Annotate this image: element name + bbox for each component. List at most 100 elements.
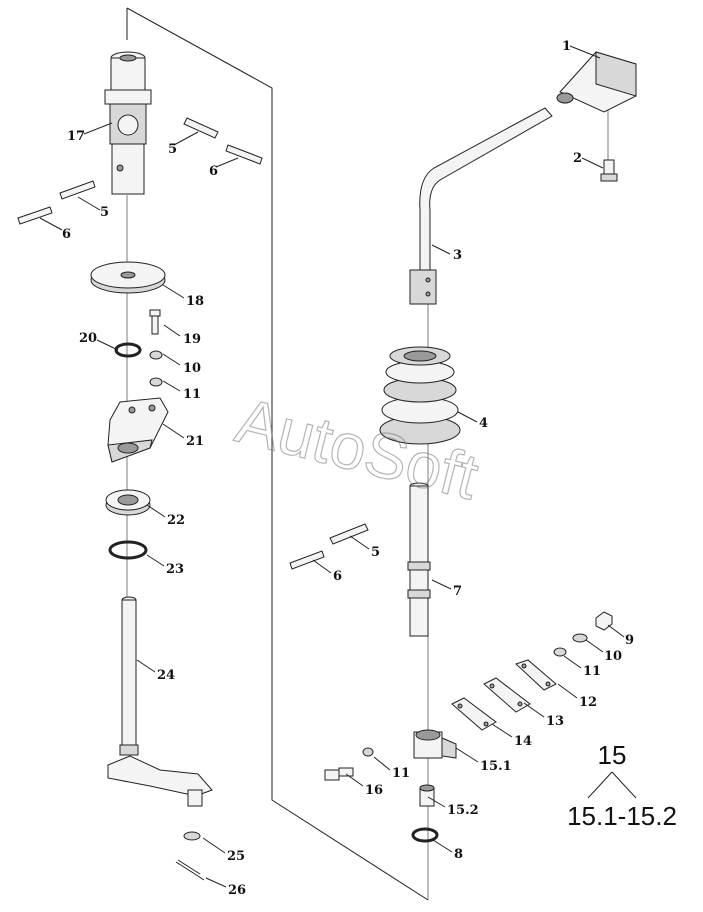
washer-11-left — [149, 377, 163, 387]
part-label-l10a: 10 — [604, 649, 622, 664]
part-label-l12: 12 — [579, 695, 597, 710]
leader-line-l6c — [312, 559, 332, 574]
leader-line-l5c — [349, 535, 370, 550]
part-label-l22: 22 — [167, 513, 185, 528]
boot-4 — [379, 346, 461, 445]
part-label-l6b: 6 — [62, 227, 71, 242]
cotter-pin-26 — [175, 859, 205, 881]
part-label-l17: 17 — [67, 129, 85, 144]
pin-5-right — [329, 523, 369, 545]
leader-line-l10b — [162, 353, 181, 366]
part-label-l4: 4 — [479, 416, 488, 431]
group-callout: 15 15.1-15.2 — [567, 740, 677, 831]
leader-line-l13 — [523, 702, 545, 718]
part-label-l14: 14 — [514, 734, 532, 749]
leader-line-l21 — [162, 423, 185, 439]
leader-line-l18 — [162, 284, 185, 299]
leader-line-l16 — [345, 773, 364, 787]
part-label-l19: 19 — [183, 332, 201, 347]
washer-25 — [183, 831, 201, 841]
projection-frame — [126, 7, 429, 901]
part-label-l23: 23 — [166, 562, 184, 577]
part-label-l8: 8 — [454, 847, 463, 862]
leader-line-l25 — [202, 837, 226, 854]
part-label-l1: 1 — [562, 39, 571, 54]
part-label-l26: 26 — [228, 883, 246, 898]
universal-joint-17 — [104, 51, 152, 195]
part-label-l24: 24 — [157, 668, 175, 683]
pin-5-upper — [183, 117, 219, 139]
leader-line-l20 — [96, 339, 119, 351]
part-label-l3: 3 — [453, 248, 462, 263]
shaft-24 — [107, 596, 213, 807]
bushing-15-2 — [419, 784, 435, 807]
leader-line-l11a — [563, 655, 582, 669]
part-label-l7: 7 — [453, 584, 462, 599]
part-label-l15_1: 15.1 — [480, 759, 512, 774]
ring-8 — [411, 827, 439, 843]
leader-line-l9 — [607, 624, 625, 638]
leader-line-l15_1 — [455, 747, 479, 763]
part-label-l15_2: 15.2 — [447, 803, 479, 818]
part-callouts: 1234565656789101112131415.115.2111617181… — [39, 39, 634, 898]
leader-line-l8 — [432, 839, 453, 853]
group-number: 15 — [598, 740, 627, 770]
part-label-l2: 2 — [573, 151, 582, 166]
leader-line-l6a — [215, 157, 239, 168]
pin-6-right — [289, 550, 325, 570]
bolt-16 — [324, 767, 354, 781]
part-label-l13: 13 — [546, 714, 564, 729]
leader-line-l19 — [163, 324, 181, 337]
leader-line-l3 — [431, 244, 451, 255]
screw-2 — [600, 159, 618, 182]
leader-line-l10a — [585, 639, 604, 653]
leader-line-l11b — [373, 756, 391, 771]
washer-10-left — [149, 350, 163, 360]
part-label-l16: 16 — [365, 783, 383, 798]
plate-13 — [483, 677, 531, 713]
circlip-20 — [114, 342, 142, 358]
part-label-l18: 18 — [186, 294, 204, 309]
leader-line-l5a — [173, 131, 199, 146]
part-label-l11b: 11 — [392, 766, 410, 781]
washer-11-lower — [362, 747, 374, 757]
lever-3 — [409, 107, 553, 305]
shaft-7 — [407, 482, 431, 637]
part-label-l6a: 6 — [209, 164, 218, 179]
part-label-l25: 25 — [227, 849, 245, 864]
bracket-21 — [107, 397, 169, 463]
plate-14 — [451, 697, 497, 731]
bearing-22 — [105, 489, 151, 516]
leader-line-l12 — [557, 683, 578, 699]
pin-5-lower — [59, 180, 96, 200]
part-label-l6c: 6 — [333, 569, 342, 584]
leader-line-l1 — [569, 45, 601, 59]
leader-line-l15_2 — [427, 796, 446, 808]
part-label-l5c: 5 — [371, 545, 380, 560]
pin-6-upper — [225, 144, 263, 165]
part-label-l9: 9 — [625, 633, 634, 648]
knob-1 — [556, 51, 637, 113]
washer-10-right — [572, 633, 588, 643]
bolt-19 — [149, 309, 161, 335]
leader-line-l7 — [431, 579, 452, 590]
plate-12 — [515, 659, 557, 691]
bracket-15-1 — [413, 729, 457, 759]
pin-6-lower — [17, 206, 53, 225]
washer-11-right — [553, 647, 567, 657]
part-label-l5b: 5 — [100, 205, 109, 220]
leader-line-l23 — [146, 554, 165, 567]
group-range: 15.1-15.2 — [567, 801, 677, 831]
part-label-l11a: 11 — [583, 664, 601, 679]
disk-18 — [90, 261, 166, 294]
leader-line-l26 — [205, 877, 227, 888]
leader-line-l14 — [491, 723, 513, 738]
leader-line-l22 — [146, 504, 166, 518]
leader-line-l6b — [39, 217, 63, 231]
leader-line-l17 — [83, 122, 113, 135]
leader-line-l24 — [136, 659, 156, 673]
part-label-l21: 21 — [186, 434, 204, 449]
leader-line-l5b — [77, 196, 101, 211]
